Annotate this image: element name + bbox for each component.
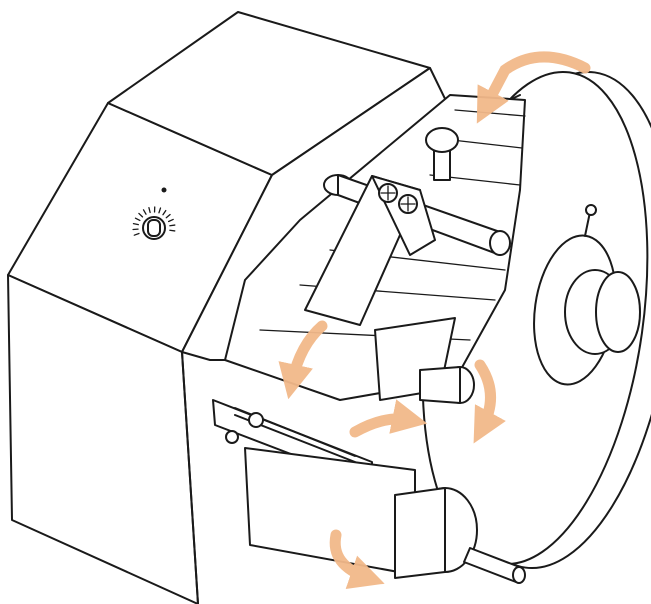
knob-dial-ticks [132,206,176,236]
knob-indicator-dot [161,187,167,193]
knob-tick [169,224,176,227]
rail-lock-screw[interactable] [248,412,264,428]
drive-roller [419,366,461,404]
arrow-top-roll [476,51,591,124]
arm-axle-right [489,230,511,256]
knob-tick [132,222,139,226]
arrow-rewind-spindle [329,529,385,589]
housing [7,11,431,604]
rewind-block [244,447,526,584]
tension-knob-stem [433,149,451,181]
knob-tick [134,217,141,222]
knob-tick [169,229,176,232]
roll-pin-head [585,204,597,216]
press-arm [304,127,511,326]
arrow-label-peel [278,320,328,400]
tension-knob[interactable] [425,127,459,181]
knob-tick [138,212,144,218]
arrow-drive-roller-right [473,359,506,444]
knob-tick [165,213,171,219]
rewind-motor-body [394,487,446,579]
rewind-spindle-end [512,566,526,584]
knob-tick [142,209,147,215]
knob-grip [147,219,161,237]
knob-tick [148,206,151,214]
knob-tick [133,232,140,236]
roll-hub-cap [595,271,641,353]
tension-knob-head [425,127,459,153]
housing-front-face [7,274,199,604]
knob-tick [158,207,162,214]
arrow-drive-roller-left [349,399,428,438]
rewind-block-body [244,447,416,576]
housing-edge [181,351,199,604]
peel-plate [374,317,475,404]
knob-tick [167,218,174,223]
screw-left [378,183,398,203]
knob-tick [162,209,167,216]
speed-knob[interactable] [132,187,176,240]
motion-arrows [278,51,591,589]
label-separator [451,139,523,149]
roll-pin [584,211,591,237]
rail-pulley [225,430,239,444]
screw-right [398,194,418,214]
